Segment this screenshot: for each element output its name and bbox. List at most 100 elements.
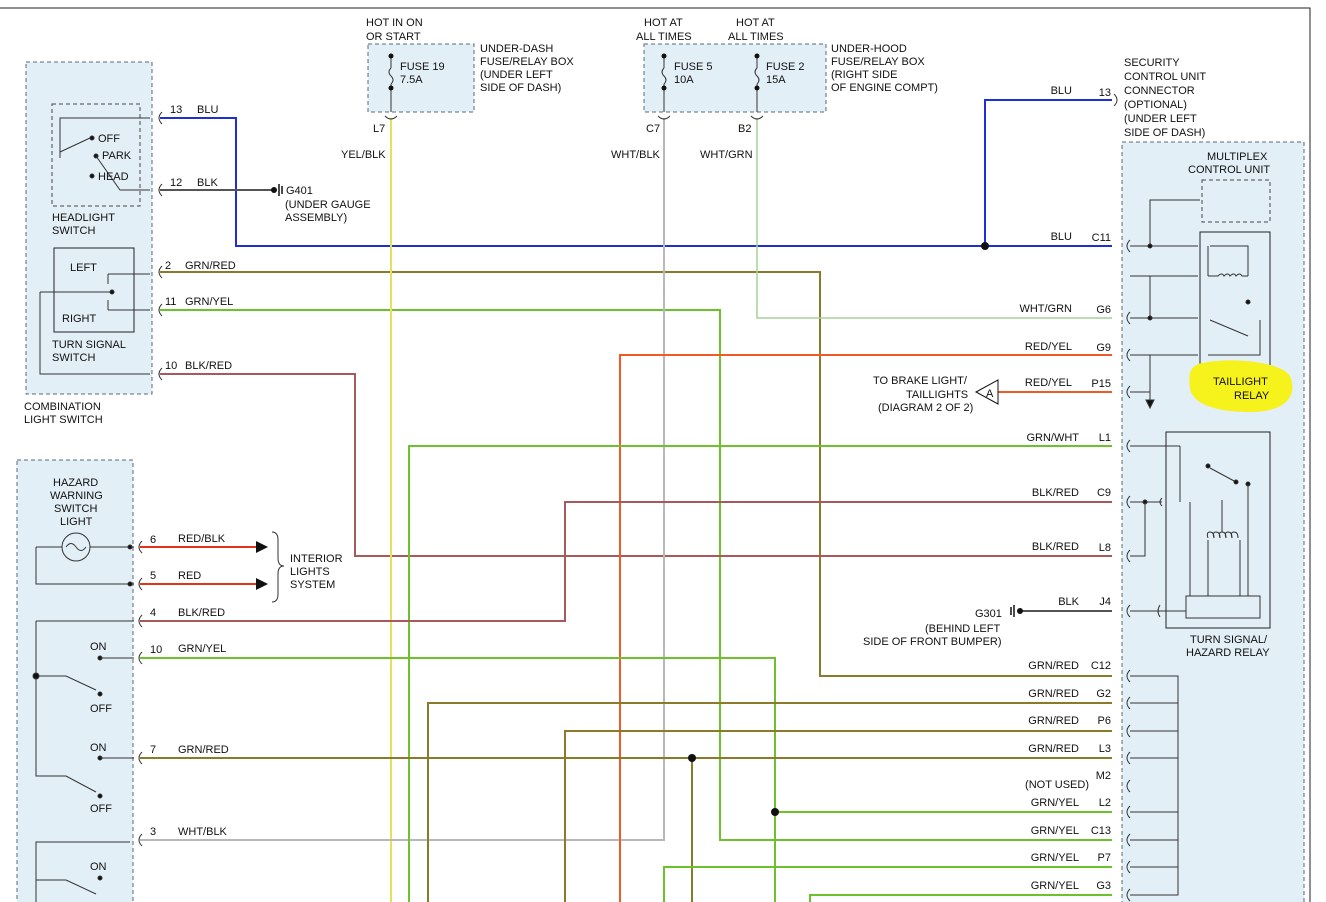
pin-11-num: 11	[165, 296, 176, 308]
right-connector-chevrons	[1113, 93, 1131, 902]
fuse-19-amp: 7.5A	[400, 74, 423, 86]
hazard-pin-5-num: 5	[150, 570, 156, 582]
pin-b2: B2	[738, 123, 751, 135]
hazard-pin-7-color: GRN/RED	[178, 744, 229, 756]
multiplex-dashed-inner	[1201, 179, 1271, 223]
brake-label-3: (DIAGRAM 2 OF 2)	[878, 402, 973, 414]
interior-arrows	[256, 531, 285, 603]
pin-2-color: GRN/RED	[185, 260, 236, 272]
pin-11-color: GRN/YEL	[185, 296, 233, 308]
headlight-switch-label-2: SWITCH	[52, 225, 95, 237]
hazard-pin-3-color: WHT/BLK	[178, 826, 228, 838]
turn-signal-relay-label-1: TURN SIGNAL/	[1190, 634, 1268, 646]
splice-grn-red	[688, 754, 696, 762]
hazard-on-3: ON	[90, 861, 107, 873]
wire-red-yel-g9	[619, 354, 1112, 902]
hazard-label-4: LIGHT	[60, 516, 93, 528]
turn-signal-relay-internals	[1130, 445, 1261, 619]
fuse-5-amp: 10A	[674, 74, 694, 86]
g6-num: G6	[1096, 304, 1111, 316]
l2-color: GRN/YEL	[1031, 797, 1079, 809]
c9-num: C9	[1097, 487, 1111, 499]
p7-color: GRN/YEL	[1031, 852, 1079, 864]
hazard-pin-4-num: 4	[150, 607, 156, 619]
l8-num: L8	[1099, 542, 1111, 554]
p6-color: GRN/RED	[1028, 715, 1079, 727]
or-start-label: OR START	[366, 31, 421, 43]
turn-signal-contacts	[39, 273, 150, 375]
wire-grn-red-g2	[427, 702, 1112, 902]
c13-color: GRN/YEL	[1031, 825, 1079, 837]
under-dash-fuse-box	[367, 43, 475, 113]
switch-off-label: OFF	[98, 133, 120, 145]
g9-num: G9	[1096, 342, 1111, 354]
hazard-pin-5-color: RED	[178, 570, 201, 582]
turn-signal-relay-label-2: HAZARD RELAY	[1186, 647, 1270, 659]
c11-color: BLU	[1051, 231, 1072, 243]
security-label-4: (OPTIONAL)	[1124, 99, 1187, 111]
c12-color: GRN/RED	[1028, 660, 1079, 672]
sec-13-num: 13	[1099, 87, 1111, 99]
turn-signal-switch-inner	[53, 247, 135, 333]
pin-l7: L7	[373, 123, 385, 135]
wire-wht-blk	[140, 118, 665, 841]
under-dash-label-3: (UNDER LEFT	[480, 69, 553, 81]
not-used-label: (NOT USED)	[1025, 779, 1089, 791]
security-label-5: (UNDER LEFT	[1124, 113, 1197, 125]
under-dash-label-2: FUSE/RELAY BOX	[480, 56, 574, 68]
under-hood-label-2: FUSE/RELAY BOX	[831, 56, 925, 68]
pin-12-num: 12	[170, 177, 182, 189]
c9-color: BLK/RED	[1032, 487, 1079, 499]
m2-num: M2	[1096, 770, 1111, 782]
pin-12-color: BLK	[197, 177, 218, 189]
wire-grn-yel-hazard	[140, 657, 776, 902]
hazard-on-1: ON	[90, 641, 107, 653]
sec-13-color: BLU	[1051, 85, 1072, 97]
g2-color: GRN/RED	[1028, 688, 1079, 700]
switch-head-label: HEAD	[98, 171, 129, 183]
diagram-frame	[0, 7, 1311, 902]
p15-num: P15	[1091, 378, 1111, 390]
security-label-2: CONTROL UNIT	[1124, 71, 1206, 83]
right-label: RIGHT	[62, 313, 97, 325]
taillight-relay-label-1: TAILLIGHT	[1213, 376, 1268, 388]
multiplex-control-unit-box	[1121, 141, 1305, 902]
all-times-label-2: ALL TIMES	[728, 31, 784, 43]
under-dash-label-4: SIDE OF DASH)	[480, 82, 561, 94]
hazard-pin-6-color: RED/BLK	[178, 533, 226, 545]
g301-label-2: (BEHIND LEFT	[925, 623, 1000, 635]
connector-a-label: A	[986, 388, 994, 400]
wire-grn-wht-l1	[408, 445, 1112, 902]
wire-grn-red-p6	[564, 730, 1112, 902]
combination-label-1: COMBINATION	[24, 401, 101, 413]
pin-10-num: 10	[165, 360, 177, 372]
fuse-2-label: FUSE 2	[766, 61, 805, 73]
under-hood-label-3: (RIGHT SIDE	[831, 69, 897, 81]
g301-label-3: SIDE OF FRONT BUMPER)	[863, 636, 1002, 648]
switch-park-label: PARK	[102, 150, 132, 162]
turn-signal-hazard-relay-box	[1165, 431, 1271, 629]
g3-num: G3	[1096, 880, 1111, 892]
security-label-3: CONNECTOR	[1124, 85, 1195, 97]
g301-label-1: G301	[975, 608, 1002, 620]
l2-num: L2	[1099, 797, 1111, 809]
pin-13-color: BLU	[197, 104, 218, 116]
hazard-switch-contacts	[32, 620, 134, 902]
hazard-off-1: OFF	[90, 703, 112, 715]
under-hood-label-4: OF ENGINE COMPT)	[831, 82, 938, 94]
g401-label-3: ASSEMBLY)	[285, 212, 347, 224]
fuse-connector-chevrons	[384, 115, 764, 120]
hazard-pin-10-color: GRN/YEL	[178, 643, 226, 655]
l1-color: GRN/WHT	[1026, 432, 1079, 444]
hot-at-label-2: HOT AT	[736, 17, 775, 29]
hazard-pin-6-num: 6	[150, 534, 156, 546]
wires	[140, 99, 1112, 902]
left-connector-chevrons	[138, 111, 163, 847]
fuse-2-amp: 15A	[766, 74, 786, 86]
left-label: LEFT	[70, 262, 97, 274]
g6-color: WHT/GRN	[1019, 303, 1072, 315]
combination-label-2: LIGHT SWITCH	[24, 414, 103, 426]
wire-label-wht-grn: WHT/GRN	[700, 149, 753, 161]
wire-grn-yel-p7	[663, 866, 1112, 902]
